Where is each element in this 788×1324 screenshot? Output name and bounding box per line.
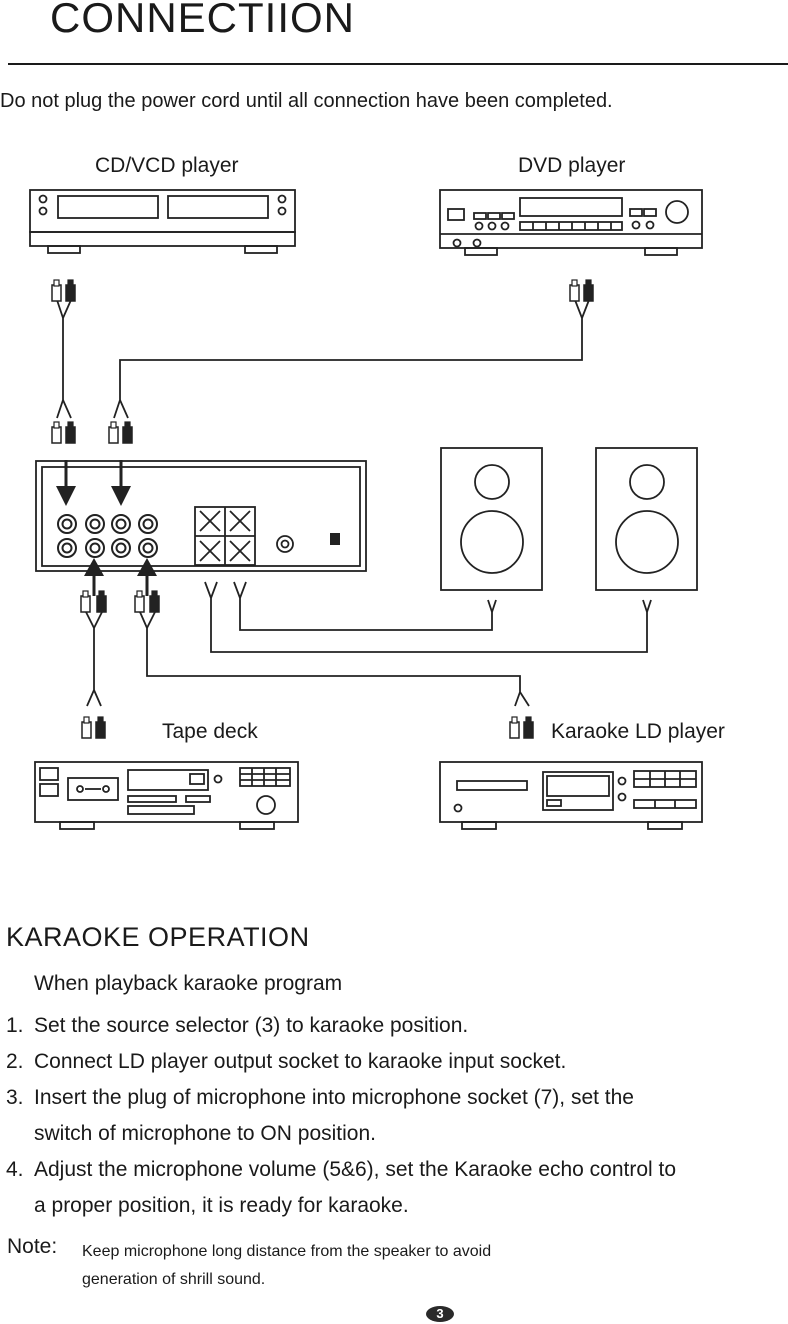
step-text: Set the source selector (3) to karaoke p…	[34, 1014, 469, 1037]
note-text: Keep microphone long distance from the s…	[82, 1243, 492, 1288]
cd-player	[29, 189, 296, 254]
main-unit-rear-panel	[35, 460, 367, 572]
step-number: 4.	[6, 1158, 24, 1181]
warning-text: Do not plug the power cord until all con…	[0, 90, 613, 112]
tape-deck-label: Tape deck	[162, 720, 258, 743]
page-title: CONNECTIION	[50, 0, 355, 41]
intro-text: When playback karaoke program	[34, 972, 343, 995]
karaoke-player-label: Karaoke LD player	[551, 720, 725, 743]
dvd-player	[439, 189, 703, 256]
step-text: Adjust the microphone volume (5&6), set …	[34, 1158, 677, 1217]
list-item: 3. Insert the plug of microphone into mi…	[6, 1080, 786, 1152]
instruction-list: 1. Set the source selector (3) to karaok…	[6, 1008, 786, 1224]
note-label: Note:	[7, 1235, 58, 1258]
dvd-player-label: DVD player	[518, 154, 626, 177]
connection-diagram	[29, 189, 703, 830]
step-text: Insert the plug of microphone into micro…	[34, 1086, 634, 1145]
title-divider	[8, 63, 788, 65]
speaker-left	[440, 447, 543, 591]
step-number: 3.	[6, 1086, 24, 1109]
karaoke-ld-player	[439, 761, 703, 830]
step-number: 1.	[6, 1014, 24, 1037]
tape-deck	[34, 761, 299, 830]
speaker-right	[595, 447, 698, 591]
section-title: KARAOKE OPERATION	[6, 922, 310, 952]
page-number: 3	[426, 1306, 454, 1322]
list-item: 1. Set the source selector (3) to karaok…	[6, 1008, 786, 1044]
list-item: 2. Connect LD player output socket to ka…	[6, 1044, 786, 1080]
step-number: 2.	[6, 1050, 24, 1073]
cd-player-label: CD/VCD player	[95, 154, 239, 177]
step-text: Connect LD player output socket to karao…	[34, 1050, 567, 1073]
list-item: 4. Adjust the microphone volume (5&6), s…	[6, 1152, 786, 1224]
